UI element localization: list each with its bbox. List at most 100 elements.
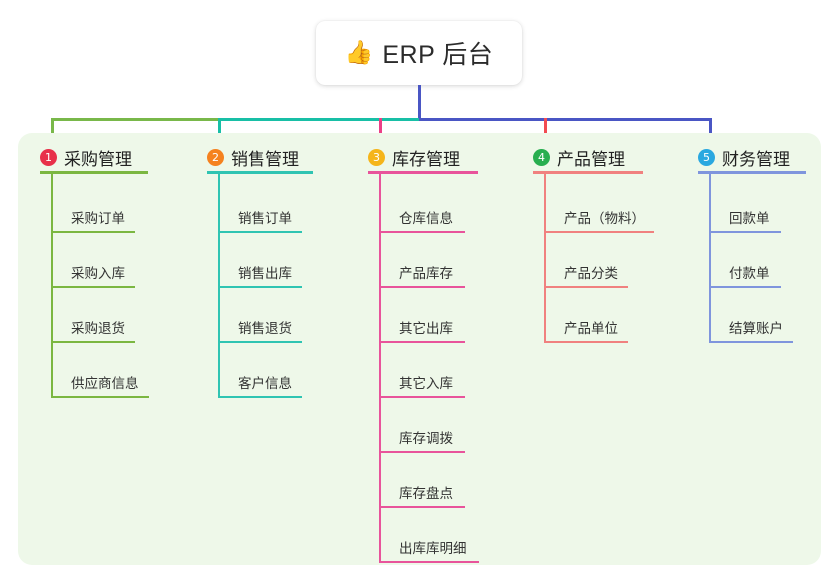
drop-line-5	[709, 118, 712, 145]
branch-spine	[51, 171, 53, 398]
branch-header-采购管理[interactable]: 1 采购管理	[40, 145, 132, 170]
branch-header-财务管理[interactable]: 5 财务管理	[698, 145, 790, 170]
leaf-node-rule	[218, 341, 302, 343]
leaf-node[interactable]: 库存盘点	[379, 478, 465, 508]
leaf-node-label: 销售订单	[238, 211, 292, 226]
leaf-node[interactable]: 结算账户	[709, 313, 793, 343]
leaf-node-rule	[544, 231, 654, 233]
leaf-node[interactable]: 客户信息	[218, 368, 302, 398]
leaf-node[interactable]: 出库库明细	[379, 533, 479, 563]
branch-spine	[379, 171, 381, 563]
leaf-node-label: 库存调拨	[399, 431, 453, 446]
branch-badge-5: 5	[698, 149, 715, 166]
root-node-title: ERP 后台	[382, 41, 494, 69]
drop-line-1	[51, 118, 54, 145]
leaf-node[interactable]: 其它出库	[379, 313, 465, 343]
leaf-node-label: 产品库存	[399, 266, 453, 281]
leaf-node-label: 产品单位	[564, 321, 618, 336]
leaf-node-rule	[709, 341, 793, 343]
branch-header-rule	[533, 171, 643, 174]
leaf-node[interactable]: 仓库信息	[379, 203, 465, 233]
root-stem-line	[418, 85, 421, 121]
leaf-node[interactable]: 销售订单	[218, 203, 302, 233]
branch-title: 销售管理	[231, 150, 299, 169]
branch-header-销售管理[interactable]: 2 销售管理	[207, 145, 299, 170]
leaf-node-rule	[379, 231, 465, 233]
leaf-node-rule	[51, 396, 149, 398]
leaf-node-label: 客户信息	[238, 376, 292, 391]
branch-title: 采购管理	[64, 150, 132, 169]
leaf-node-rule	[544, 341, 628, 343]
branch-title: 库存管理	[392, 150, 460, 169]
branch-header-库存管理[interactable]: 3 库存管理	[368, 145, 460, 170]
leaf-node[interactable]: 采购入库	[51, 258, 135, 288]
leaf-node-rule	[544, 286, 628, 288]
leaf-node[interactable]: 采购退货	[51, 313, 135, 343]
leaf-node[interactable]: 产品单位	[544, 313, 628, 343]
leaf-node-label: 其它入库	[399, 376, 453, 391]
leaf-node-rule	[218, 396, 302, 398]
branches-panel: 1 采购管理采购订单采购入库采购退货供应商信息 2 销售管理销售订单销售出库销售退货客…	[18, 133, 821, 565]
leaf-node[interactable]: 付款单	[709, 258, 781, 288]
leaf-node-label: 结算账户	[729, 321, 783, 336]
bus-segment-1	[51, 118, 218, 121]
leaf-node-label: 库存盘点	[399, 486, 453, 501]
branch-badge-2: 2	[207, 149, 224, 166]
leaf-node[interactable]: 供应商信息	[51, 368, 149, 398]
branch-header-rule	[207, 171, 313, 174]
leaf-node[interactable]: 产品库存	[379, 258, 465, 288]
drop-line-3	[379, 118, 382, 145]
leaf-node-label: 付款单	[729, 266, 770, 281]
leaf-node-label: 产品（物料）	[564, 211, 645, 226]
leaf-node[interactable]: 采购订单	[51, 203, 135, 233]
leaf-node[interactable]: 库存调拨	[379, 423, 465, 453]
leaf-node-rule	[379, 561, 479, 563]
drop-line-2	[218, 118, 221, 145]
leaf-node-rule	[379, 506, 465, 508]
branch-header-rule	[368, 171, 478, 174]
branch-header-rule	[40, 171, 148, 174]
branch-title: 产品管理	[557, 150, 625, 169]
branch-title: 财务管理	[722, 150, 790, 169]
branch-badge-1: 1	[40, 149, 57, 166]
branch-spine	[218, 171, 220, 398]
leaf-node[interactable]: 销售退货	[218, 313, 302, 343]
leaf-node-label: 销售出库	[238, 266, 292, 281]
leaf-node-rule	[51, 231, 135, 233]
leaf-node-label: 其它出库	[399, 321, 453, 336]
leaf-node-label: 回款单	[729, 211, 770, 226]
leaf-node[interactable]: 产品（物料）	[544, 203, 654, 233]
branch-badge-3: 3	[368, 149, 385, 166]
leaf-node-rule	[379, 396, 465, 398]
bus-segment-2	[218, 118, 419, 121]
leaf-node-rule	[51, 286, 135, 288]
leaf-node[interactable]: 其它入库	[379, 368, 465, 398]
leaf-node-label: 采购退货	[71, 321, 125, 336]
leaf-node-label: 采购订单	[71, 211, 125, 226]
root-node-erp[interactable]: 👍 ERP 后台	[316, 21, 522, 85]
drop-line-4	[544, 118, 547, 145]
leaf-node[interactable]: 销售出库	[218, 258, 302, 288]
leaf-node-label: 产品分类	[564, 266, 618, 281]
leaf-node-rule	[379, 451, 465, 453]
leaf-node-rule	[218, 286, 302, 288]
leaf-node-label: 销售退货	[238, 321, 292, 336]
leaf-node-label: 仓库信息	[399, 211, 453, 226]
branch-badge-4: 4	[533, 149, 550, 166]
leaf-node-label: 供应商信息	[71, 376, 139, 391]
leaf-node-label: 出库库明细	[399, 541, 467, 556]
leaf-node-rule	[51, 341, 135, 343]
leaf-node[interactable]: 产品分类	[544, 258, 628, 288]
leaf-node-rule	[218, 231, 302, 233]
leaf-node[interactable]: 回款单	[709, 203, 781, 233]
leaf-node-rule	[709, 286, 781, 288]
thumbs-up-icon: 👍	[344, 39, 374, 66]
leaf-node-rule	[379, 286, 465, 288]
branch-spine	[544, 171, 546, 343]
leaf-node-rule	[709, 231, 781, 233]
leaf-node-rule	[379, 341, 465, 343]
leaf-node-label: 采购入库	[71, 266, 125, 281]
branch-header-rule	[698, 171, 806, 174]
branch-header-产品管理[interactable]: 4 产品管理	[533, 145, 625, 170]
